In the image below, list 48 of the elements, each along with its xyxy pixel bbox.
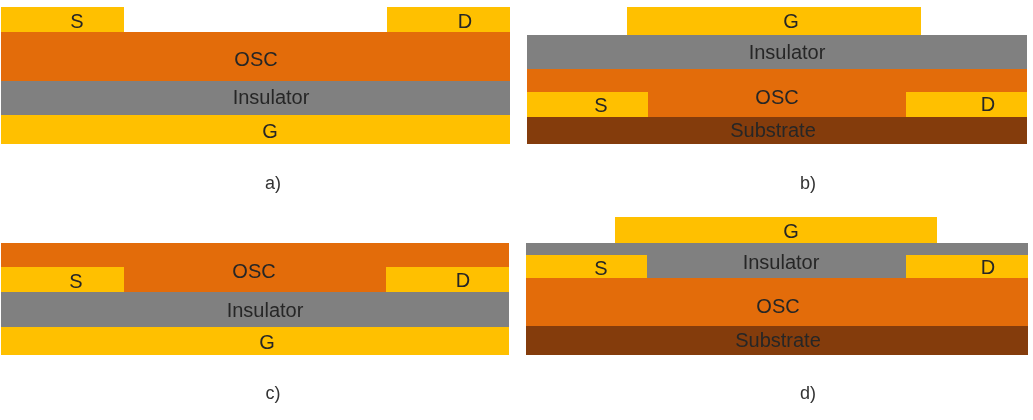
layer-label: Insulator xyxy=(748,41,826,63)
layer-label: G xyxy=(262,120,278,142)
source-electrode xyxy=(1,267,124,292)
layer-label: D xyxy=(455,269,471,291)
layer-label: S xyxy=(70,10,84,32)
panel-caption: b) xyxy=(800,173,816,193)
drain-electrode xyxy=(906,92,1027,117)
semiconductor-layer xyxy=(526,278,1028,326)
layer-label: Substrate xyxy=(735,329,821,351)
layer-label: Insulator xyxy=(232,86,310,108)
layer-label: D xyxy=(980,256,996,278)
insulator-layer xyxy=(1,81,510,115)
source-electrode xyxy=(526,255,647,278)
source-electrode xyxy=(1,7,124,32)
source-electrode xyxy=(527,92,648,117)
layer-label: OSC xyxy=(234,48,278,70)
panel-caption: a) xyxy=(265,173,281,193)
layer-label: S xyxy=(69,270,83,292)
semiconductor-layer xyxy=(527,69,1027,117)
substrate-layer xyxy=(527,117,1027,144)
insulator-layer xyxy=(1,292,509,327)
gate-electrode xyxy=(1,327,509,355)
layer-label: D xyxy=(457,10,473,32)
layer-label: D xyxy=(980,93,996,115)
layer-label: OSC xyxy=(755,86,799,108)
substrate-layer xyxy=(526,326,1028,355)
semiconductor-layer xyxy=(1,32,510,81)
layer-label: G xyxy=(783,220,799,242)
insulator-layer xyxy=(526,243,1028,278)
gate-electrode xyxy=(1,115,510,144)
drain-electrode xyxy=(386,267,509,292)
layer-label: OSC xyxy=(756,295,800,317)
layer-label: Insulator xyxy=(742,251,820,273)
layer-label: G xyxy=(259,331,275,353)
panel-caption: c) xyxy=(265,383,281,403)
panel-caption: d) xyxy=(800,383,816,403)
insulator-layer xyxy=(527,35,1027,69)
drain-electrode xyxy=(387,7,510,32)
layer-label: OSC xyxy=(232,260,276,282)
layer-label: Insulator xyxy=(226,299,304,321)
layer-label: S xyxy=(594,257,608,279)
semiconductor-layer xyxy=(1,243,509,292)
gate-electrode xyxy=(615,217,937,243)
layer-label: Substrate xyxy=(730,119,816,141)
gate-electrode xyxy=(627,7,921,35)
drain-electrode xyxy=(906,255,1028,278)
layer-label: G xyxy=(783,10,799,32)
layer-label: S xyxy=(594,94,608,116)
